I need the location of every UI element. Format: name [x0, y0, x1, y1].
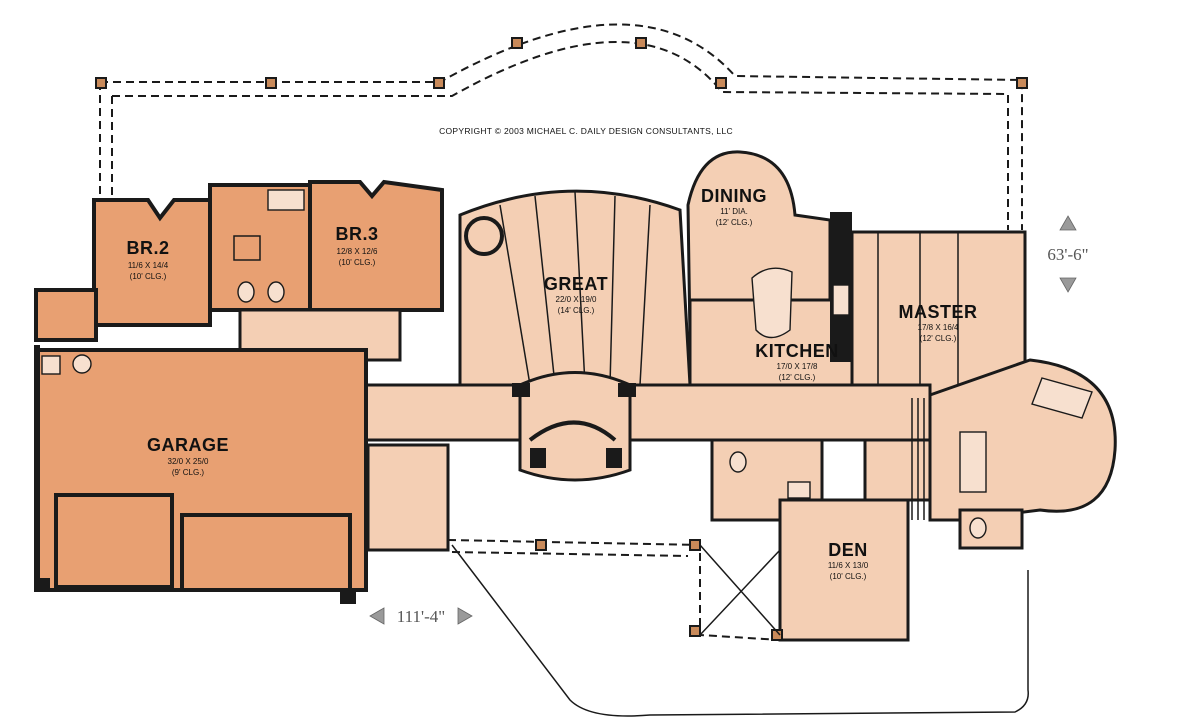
bathtub — [267, 189, 305, 211]
water-heater — [41, 355, 61, 375]
master-size: 17/8 X 16/4 — [918, 323, 959, 332]
copyright-text: COPYRIGHT © 2003 MICHAEL C. DAILY DESIGN… — [439, 126, 733, 136]
master-bath — [928, 358, 1117, 550]
patio-post — [511, 37, 523, 49]
br3-size: 12/8 X 12/6 — [337, 247, 378, 256]
br2-ceiling: (10' CLG.) — [130, 272, 167, 281]
porch-post — [771, 629, 783, 641]
dining-ceiling: (12' CLG.) — [716, 218, 753, 227]
room-garage: GARAGE 32/0 X 25/0 (9' CLG.) — [34, 348, 368, 592]
master-title: MASTER — [899, 302, 978, 322]
patio-post — [95, 77, 107, 89]
gallery — [358, 371, 932, 482]
kitchen-ceiling: (12' CLG.) — [779, 373, 816, 382]
arrow-up-icon — [1059, 215, 1077, 231]
porch-post — [535, 539, 547, 551]
room-br3: BR.3 12/8 X 12/6 (10' CLG.) — [308, 179, 444, 312]
porch-post — [689, 625, 701, 637]
cooktop — [832, 284, 850, 316]
laundry — [366, 443, 450, 552]
front-porch — [447, 539, 1029, 717]
patio-post — [1016, 77, 1028, 89]
room-kitchen: KITCHEN 17/0 X 17/8 (12' CLG.) — [688, 212, 854, 397]
room-den: DEN 11/6 X 13/0 (10' CLG.) — [778, 498, 910, 642]
width-dimension: 111'-4" — [369, 607, 473, 626]
great-size: 22/0 X 19/0 — [556, 295, 597, 304]
depth-dimension: 63'-6" — [1047, 215, 1089, 293]
room-dining: DINING 11' DIA. (12' CLG.) — [686, 150, 832, 342]
great-title: GREAT — [544, 274, 608, 294]
arrow-down-icon — [1059, 277, 1077, 293]
den-size: 11/6 X 13/0 — [828, 561, 869, 570]
toilet — [237, 281, 255, 303]
width-label: 111'-4" — [397, 607, 445, 626]
den-ceiling: (10' CLG.) — [830, 572, 867, 581]
porch-post — [689, 539, 701, 551]
arrow-left-icon — [369, 607, 385, 625]
toilet — [729, 451, 747, 473]
br3-ceiling: (10' CLG.) — [339, 258, 376, 267]
kitchen-title: KITCHEN — [755, 341, 839, 361]
master-ceiling: (12' CLG.) — [920, 334, 957, 343]
hall-baths — [208, 183, 312, 312]
den-title: DEN — [828, 540, 868, 560]
garage-size: 32/0 X 25/0 — [168, 457, 209, 466]
dining-title: DINING — [701, 186, 767, 206]
depth-label: 63'-6" — [1047, 245, 1088, 264]
vanity — [959, 431, 987, 493]
great-ceiling: (14' CLG.) — [558, 306, 595, 315]
patio-post — [265, 77, 277, 89]
room-great: GREAT 22/0 X 19/0 (14' CLG.) — [458, 189, 692, 387]
br3-title: BR.3 — [335, 224, 378, 244]
wall-accents — [34, 345, 636, 604]
toilet — [969, 517, 987, 539]
br2-title: BR.2 — [126, 238, 169, 258]
arrow-right-icon — [457, 607, 473, 625]
room-br2: BR.2 11/6 X 14/4 (10' CLG.) — [34, 198, 212, 342]
kitchen-size: 17/0 X 17/8 — [777, 362, 818, 371]
br2-size: 11/6 X 14/4 — [128, 261, 169, 270]
patio-post — [433, 77, 445, 89]
garage-ceiling: (9' CLG.) — [172, 468, 205, 477]
patio-post — [715, 77, 727, 89]
patio-post — [635, 37, 647, 49]
rear-patio — [95, 23, 1028, 230]
garage-title: GARAGE — [147, 435, 229, 455]
kitchen-island — [751, 267, 793, 339]
toilet — [267, 281, 285, 303]
sink — [787, 481, 811, 499]
master-tub — [1031, 377, 1093, 419]
closet — [863, 438, 932, 502]
dining-size: 11' DIA. — [720, 207, 748, 216]
